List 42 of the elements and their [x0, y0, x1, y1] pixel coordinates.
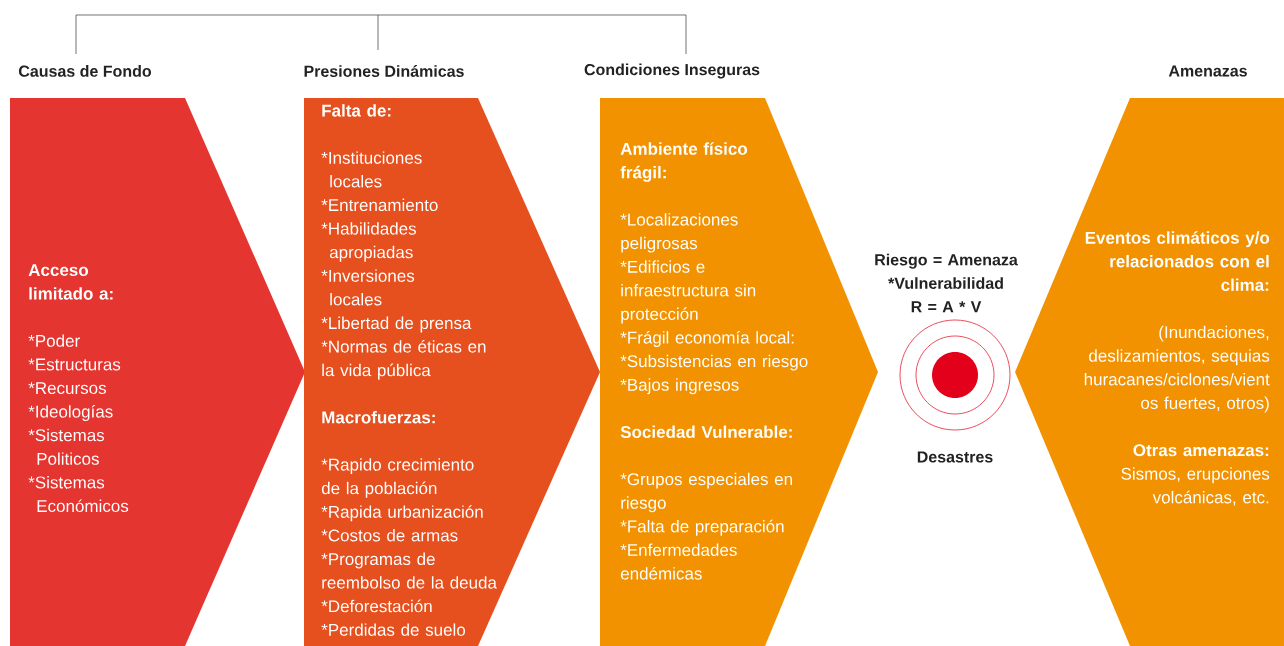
- list-item: *Grupos especiales en riesgo: [620, 472, 792, 513]
- list-item: *Ideologías: [28, 405, 113, 421]
- node-label: Desastres: [917, 451, 993, 463]
- subheading: Otras amenazas:: [1133, 444, 1269, 457]
- list-item: *Perdidas de suelo: [321, 623, 466, 636]
- list-item: *Enfermedades endémicas: [620, 543, 737, 580]
- list-item: *Libertad de prensa: [321, 316, 472, 333]
- list-item: *Rapida urbanización: [321, 505, 483, 522]
- list-item: *Poder: [28, 334, 80, 347]
- list-item: Sismos, erupciones volcánicas, etc.: [1121, 467, 1270, 506]
- column-heading: Amenazas: [1168, 65, 1247, 77]
- list-item: *Falta de preparación: [620, 519, 784, 536]
- subheading: Eventos climáticos y/o relacionados con el clima:: [1085, 231, 1270, 292]
- subheading: Acceso limitado a:: [28, 264, 113, 300]
- node-label: Riesgo = Amenaza *Vulnerabilidad R = A * V: [875, 253, 1018, 313]
- subheading: Ambiente físico frágil:: [620, 142, 748, 182]
- list-item: *Normas de éticas en la vida pública: [321, 340, 486, 380]
- target-drawing: [899, 319, 1011, 431]
- subheading: Falta de:: [322, 104, 391, 117]
- list-item: *Estructuras: [28, 358, 121, 371]
- list-item: *Sistemas Politicos: [28, 428, 105, 465]
- list-item: *Sistemas Económicos: [28, 476, 129, 513]
- list-item: *Entrenamiento: [321, 198, 438, 212]
- column-heading: Causas de Fondo: [19, 65, 152, 77]
- list-item: *Rapido crecimiento de la población: [321, 458, 474, 498]
- list-item: *Frágil economía local:: [620, 330, 794, 347]
- subheading: Macrofuerzas:: [322, 411, 435, 424]
- list-item: *Edificios e infraestructura sin protección: [620, 260, 756, 324]
- column-heading: Condiciones Inseguras: [584, 63, 760, 79]
- list-item: *Inversiones locales: [321, 269, 415, 306]
- list-item: *Recursos: [28, 382, 106, 395]
- list-item: *Costos de armas: [321, 529, 458, 542]
- list-item: *Bajos ingresos: [620, 378, 739, 395]
- list-item: *Instituciones locales: [321, 151, 422, 188]
- list-item: *Subsistencias en riesgo: [620, 354, 808, 371]
- list-item: (Inundaciones, deslizamientos, sequias huracanes/ciclones/vient os fuertes, otros): [1084, 325, 1270, 413]
- list-item: *Localizaciones peligrosas: [620, 213, 738, 253]
- column-heading: Presiones Dinámicas: [304, 65, 464, 77]
- list-item: *Programas de reembolso de la deuda: [321, 552, 497, 589]
- list-item: *Deforestación: [321, 599, 432, 613]
- list-item: *Habilidades apropiadas: [321, 222, 416, 262]
- subheading: Sociedad Vulnerable:: [620, 425, 792, 439]
